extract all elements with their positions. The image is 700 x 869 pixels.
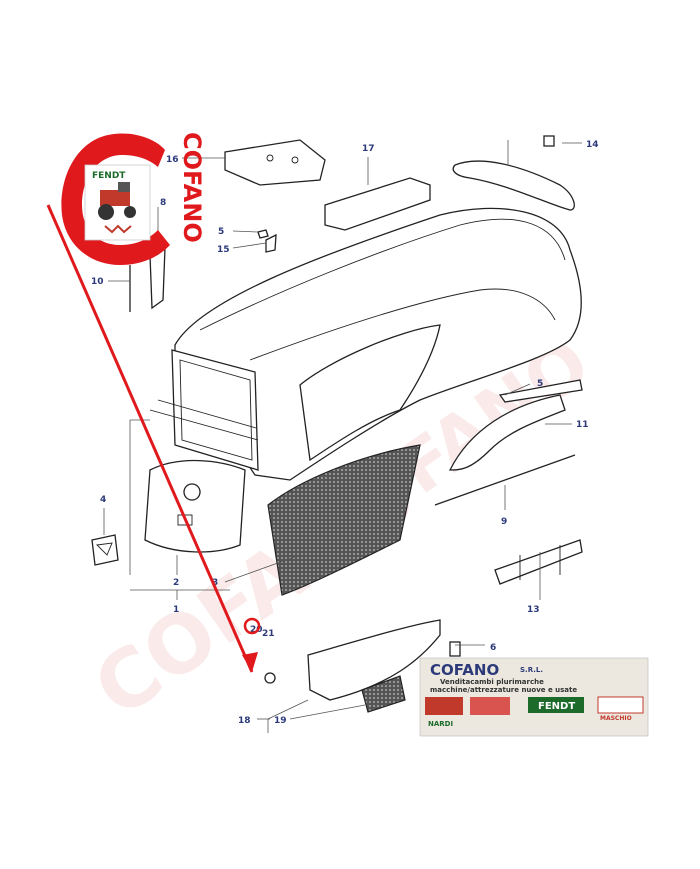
svg-text:MASCHIO: MASCHIO xyxy=(600,715,632,722)
callout-5-side: 5 xyxy=(537,379,543,389)
callout-2: 2 xyxy=(173,578,179,588)
callout-15: 15 xyxy=(217,245,230,255)
callout-10: 10 xyxy=(91,277,104,287)
svg-text:FENDT: FENDT xyxy=(538,701,575,712)
hood-assembly xyxy=(144,207,582,596)
screw-parts-5-15 xyxy=(257,229,277,253)
callout-6: 6 xyxy=(490,643,496,653)
lower-panel-part-18 xyxy=(307,619,441,713)
callout-14: 14 xyxy=(586,140,599,150)
callout-8: 8 xyxy=(160,198,166,208)
callout-13: 13 xyxy=(527,605,540,615)
callout-3: 3 xyxy=(212,578,218,588)
callout-11: 11 xyxy=(576,420,589,430)
bracket-part-13 xyxy=(494,539,583,585)
massey-ferguson-icon xyxy=(104,224,132,234)
svg-text:S.R.L.: S.R.L. xyxy=(520,666,543,674)
callout-labels: 1 2 3 4 5 5 6 8 9 10 11 13 14 15 16 17 1… xyxy=(91,140,599,726)
dealer-banner: COFANO S.R.L. Venditacambi plurimarche m… xyxy=(419,657,649,737)
callout-5-top: 5 xyxy=(218,227,224,237)
callout-16: 16 xyxy=(166,155,179,165)
strip-part-9 xyxy=(434,454,576,506)
tractor-icon xyxy=(98,182,136,220)
side-panel-part-11 xyxy=(448,379,583,471)
cofano-logo: FENDT COFANO xyxy=(61,132,206,265)
pin-parts-8-10 xyxy=(129,246,166,312)
badge-part-4 xyxy=(91,534,119,566)
callout-4: 4 xyxy=(100,495,106,505)
svg-text:macchine/attrezzature nuove e: macchine/attrezzature nuove e usate xyxy=(430,686,577,694)
callout-21: 21 xyxy=(262,629,275,639)
svg-text:COFANO: COFANO xyxy=(178,132,206,243)
svg-text:FENDT: FENDT xyxy=(92,171,126,181)
svg-text:Venditacambi plurimarche: Venditacambi plurimarche xyxy=(440,678,544,686)
red-pointer-arrow xyxy=(46,204,261,673)
leader-lines xyxy=(103,140,582,733)
clip-part-6 xyxy=(449,641,461,657)
callout-1: 1 xyxy=(173,605,179,615)
callout-9: 9 xyxy=(501,517,507,527)
callout-19: 19 xyxy=(274,716,287,726)
panel-part-17 xyxy=(324,177,431,231)
nut-part-21 xyxy=(264,672,276,684)
svg-text:NARDI: NARDI xyxy=(428,720,453,728)
handle-part-14 xyxy=(452,135,575,211)
svg-text:COFANO: COFANO xyxy=(430,661,499,679)
bracket-part-16 xyxy=(224,139,326,186)
callout-17: 17 xyxy=(362,144,375,154)
callout-18: 18 xyxy=(238,716,251,726)
